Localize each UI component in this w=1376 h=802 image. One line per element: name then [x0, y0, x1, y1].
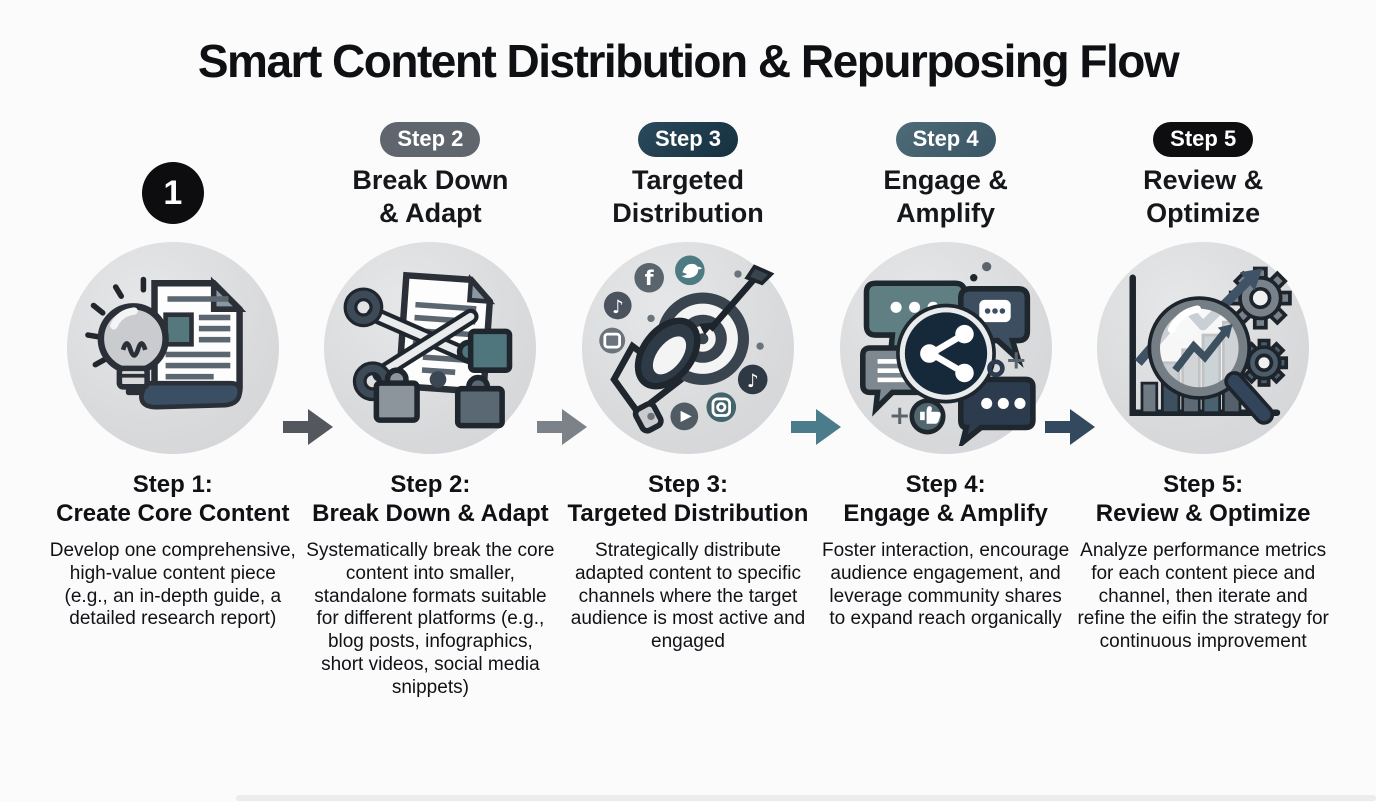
step-3-heading: Targeted Distribution: [612, 164, 764, 229]
svg-text:+: +: [1005, 345, 1027, 375]
step-4-header: Step 4 Engage & Amplify: [883, 122, 1008, 236]
step-4-badge: Step 4: [895, 122, 996, 157]
svg-text:♪: ♪: [612, 297, 624, 318]
step-3-badge: Step 3: [637, 122, 738, 157]
infographic-canvas: Smart Content Distribution & Repurposing…: [0, 34, 1376, 802]
step-4-description: Foster interaction, encourage audience e…: [822, 539, 1070, 630]
step-2-badge: Step 2: [380, 122, 481, 157]
bottom-divider: [236, 795, 1376, 801]
step-2-heading: Break Down & Adapt: [352, 164, 509, 229]
chart-magnifier-gears-icon: [1097, 242, 1310, 454]
step-5-title: Step 5: Review & Optimize: [1095, 471, 1311, 528]
step-3-header: Step 3 Targeted Distribution: [612, 122, 764, 236]
svg-text:♪: ♪: [747, 371, 759, 392]
chat-share-icon: + +: [839, 242, 1052, 454]
flow-arrow-4-icon: [1045, 409, 1095, 445]
step-1-number-badge: 1: [141, 162, 204, 224]
step-5-badge: Step 5: [1153, 122, 1254, 157]
step-3-description: Strategically distribute adapted content…: [570, 539, 806, 653]
flow-arrow-1-icon: [283, 409, 333, 445]
step-1-column: 1: [44, 122, 302, 700]
step-3-column: Step 3 Targeted Distribution: [559, 122, 817, 700]
step-2-title: Step 2: Break Down & Adapt: [312, 471, 549, 528]
step-1-title: Step 1: Create Core Content: [56, 471, 290, 528]
step-4-column: Step 4 Engage & Amplify: [817, 122, 1075, 700]
step-4-heading: Engage & Amplify: [883, 164, 1008, 229]
step-2-column: Step 2 Break Down & Adapt: [302, 122, 560, 700]
step-5-column: Step 5 Review & Optimize: [1074, 122, 1332, 700]
step-1-description: Develop one comprehensive, high-value co…: [49, 539, 296, 630]
step-5-heading: Review & Optimize: [1143, 164, 1264, 229]
flow-arrow-3-icon: [791, 409, 841, 445]
svg-text:+: +: [889, 401, 911, 431]
step-3-title: Step 3: Targeted Distribution: [567, 471, 809, 528]
step-5-header: Step 5 Review & Optimize: [1143, 122, 1263, 236]
step-2-header: Step 2 Break Down & Adapt: [352, 122, 508, 236]
step-5-description: Analyze performance metrics for each con…: [1077, 539, 1329, 653]
steps-row: 1: [0, 122, 1376, 700]
page-title: Smart Content Distribution & Repurposing…: [197, 35, 1180, 87]
megaphone-target-social-icon: f ♪ ♪: [581, 242, 794, 454]
lightbulb-document-icon: [66, 242, 279, 454]
svg-text:f: f: [645, 266, 655, 290]
flow-arrow-2-icon: [537, 409, 587, 445]
step-2-description: Systematically break the core content in…: [306, 539, 555, 699]
step-1-header: 1: [141, 122, 204, 236]
scissors-puzzle-icon: [324, 242, 537, 454]
step-4-title: Step 4: Engage & Amplify: [843, 471, 1048, 528]
